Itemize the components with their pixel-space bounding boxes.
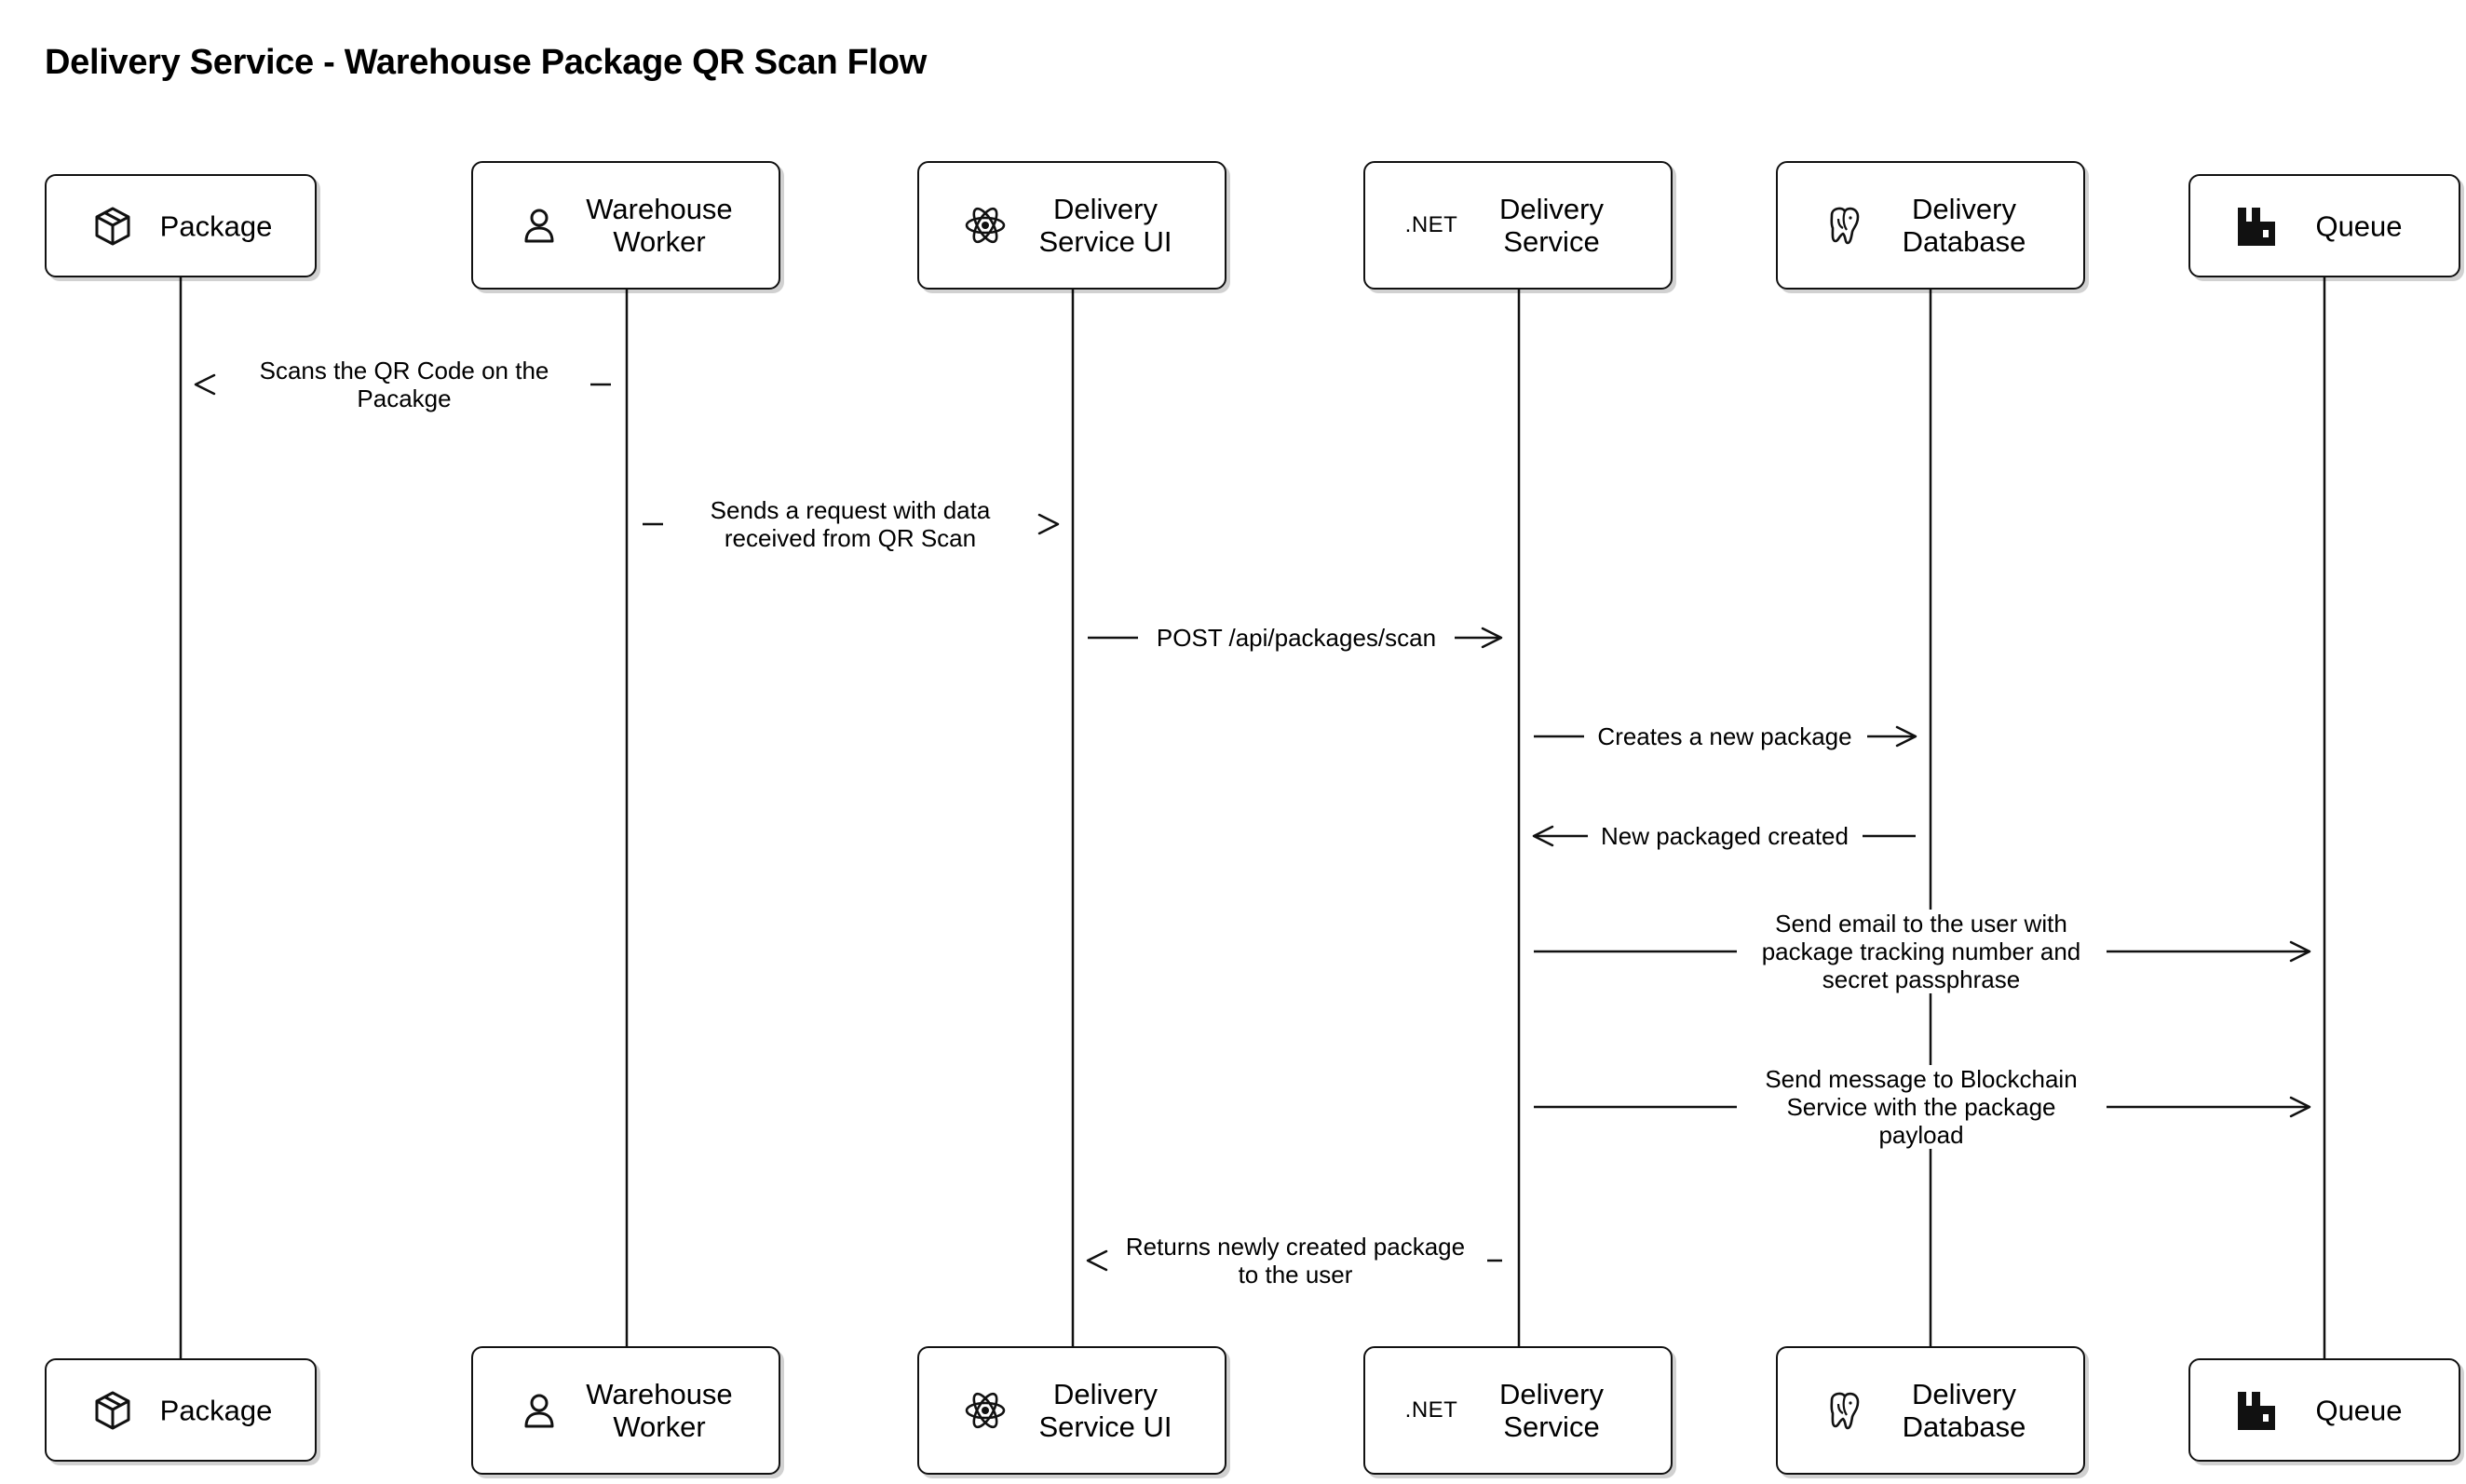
- message-label-8: Returns newly created package to the use…: [1112, 1233, 1479, 1288]
- message-arrow-7: [1534, 1096, 2311, 1118]
- top-participant-queue: Queue: [2188, 174, 2460, 277]
- message-label-2: Sends a request with data received from …: [697, 496, 1004, 552]
- participant-label: Delivery Database: [1902, 1378, 2026, 1443]
- react-icon: [964, 1389, 1007, 1432]
- message-arrow-5: [1532, 825, 1916, 847]
- message-arrow-6: [1534, 940, 2311, 963]
- package-icon: [91, 1389, 134, 1432]
- bottom-participant-queue: Queue: [2188, 1358, 2460, 1462]
- user-icon: [518, 1389, 561, 1432]
- participant-label: Package: [159, 1394, 273, 1426]
- message-label-7: Send message to Blockchain Service with …: [1752, 1065, 2091, 1149]
- bottom-participant-worker: Warehouse Worker: [471, 1346, 780, 1475]
- rabbitmq-icon: [2235, 205, 2278, 248]
- message-arrow-4: [1534, 725, 1917, 748]
- participant-label: Queue: [2315, 209, 2403, 242]
- bottom-participant-ui: Delivery Service UI: [917, 1346, 1226, 1475]
- participant-label: Package: [159, 209, 273, 242]
- top-participant-worker: Warehouse Worker: [471, 161, 780, 290]
- message-label-1: Scans the QR Code on the Pacakge: [246, 357, 562, 412]
- participant-label: Delivery Service: [1499, 193, 1604, 258]
- postgresql-icon: [1822, 1389, 1865, 1432]
- participant-label: Delivery Service UI: [1038, 1378, 1172, 1443]
- dotnet-icon: .NET: [1404, 1397, 1458, 1423]
- bottom-participant-package: Package: [45, 1358, 317, 1462]
- message-arrow-1: [194, 373, 611, 396]
- diagram-title: Delivery Service - Warehouse Package QR …: [45, 43, 927, 82]
- participant-label: Delivery Service: [1499, 1378, 1604, 1443]
- message-label-4: Creates a new package: [1584, 722, 1865, 750]
- top-participant-db: Delivery Database: [1776, 161, 2085, 290]
- participant-label: Warehouse Worker: [586, 1378, 733, 1443]
- message-label-3: POST /api/packages/scan: [1143, 624, 1450, 652]
- participant-label: Delivery Database: [1902, 193, 2026, 258]
- user-icon: [518, 204, 561, 247]
- message-arrow-3: [1088, 627, 1503, 649]
- participant-label: Delivery Service UI: [1038, 193, 1172, 258]
- top-participant-service: .NET Delivery Service: [1363, 161, 1673, 290]
- postgresql-icon: [1822, 204, 1865, 247]
- top-participant-ui: Delivery Service UI: [917, 161, 1226, 290]
- react-icon: [964, 204, 1007, 247]
- rabbitmq-icon: [2235, 1389, 2278, 1432]
- dotnet-icon: .NET: [1404, 212, 1458, 237]
- participant-label: Warehouse Worker: [586, 193, 733, 258]
- top-participant-package: Package: [45, 174, 317, 277]
- package-icon: [91, 205, 134, 248]
- bottom-participant-service: .NET Delivery Service: [1363, 1346, 1673, 1475]
- message-label-5: New packaged created: [1588, 822, 1862, 850]
- message-arrow-2: [643, 513, 1060, 535]
- bottom-participant-db: Delivery Database: [1776, 1346, 2085, 1475]
- participant-label: Queue: [2315, 1394, 2403, 1426]
- message-arrow-8: [1086, 1249, 1502, 1272]
- message-label-6: Send email to the user with package trac…: [1748, 910, 2094, 993]
